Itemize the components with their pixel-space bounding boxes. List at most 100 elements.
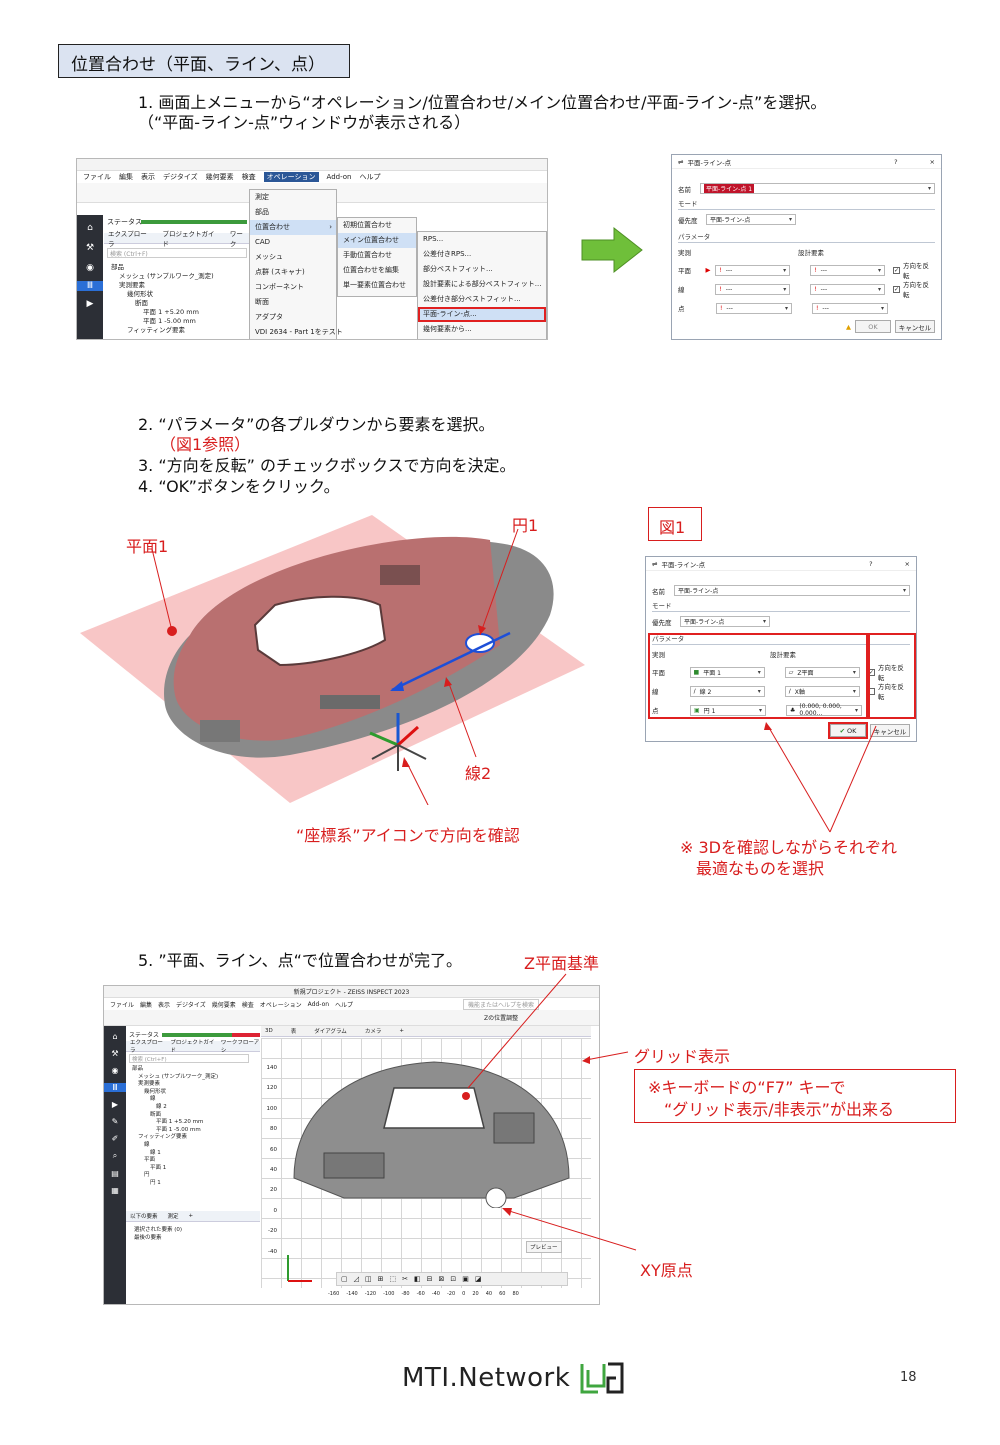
menu-view[interactable]: 表示 (141, 173, 155, 181)
menu-edit[interactable]: 編集 (119, 173, 133, 181)
tool-icon[interactable]: ◧ (414, 1275, 421, 1283)
menu-item[interactable]: 公差付きRPS... (423, 250, 472, 258)
tab-project-guide[interactable]: プロジェクトガイド (170, 1040, 215, 1054)
menu-item[interactable]: RPS... (423, 235, 444, 243)
camera-icon[interactable]: ◉ (86, 263, 94, 273)
actual-line-select[interactable]: !--- (715, 283, 791, 295)
ok-button[interactable]: ✔OK (828, 722, 868, 739)
tab-workflow[interactable]: ワークフローアシ (220, 1040, 260, 1054)
tree-item[interactable]: 円 (144, 1172, 150, 1179)
tree-item[interactable]: 幾何形状 (144, 1088, 167, 1095)
tree-item[interactable]: フィッティング要素 (127, 326, 185, 334)
tree-search-input[interactable]: 検索 (Ctrl+F) (107, 248, 247, 258)
tree-item[interactable]: 平面 1 -5.00 mm (156, 1126, 201, 1133)
wrench-icon[interactable]: ⚒ (111, 1049, 119, 1058)
menu-file[interactable]: ファイル (110, 1001, 135, 1009)
menu-operation[interactable]: オペレーション (263, 172, 319, 182)
menu-addon[interactable]: Add-on (326, 173, 352, 181)
tool-icon[interactable]: ▢ (341, 1275, 348, 1283)
menu-inspect[interactable]: 検査 (241, 1001, 254, 1009)
home-icon[interactable]: ⌂ (87, 223, 93, 233)
pen-icon[interactable]: ✐ (111, 1134, 119, 1143)
tab-add-view[interactable]: + (399, 1028, 404, 1034)
cancel-button[interactable]: キャンセル (870, 724, 910, 737)
camera-icon[interactable]: ◉ (111, 1066, 119, 1075)
tab-table[interactable]: 表 (290, 1029, 297, 1035)
tab-explorer[interactable]: エクスプローラ (108, 230, 147, 248)
wrench-icon[interactable]: ⚒ (85, 243, 95, 253)
probe-icon[interactable]: ✎ (111, 1117, 119, 1126)
search-icon[interactable]: ⌕ (112, 1151, 118, 1160)
tool-icon[interactable]: ◪ (474, 1275, 482, 1283)
menu-view[interactable]: 表示 (158, 1001, 171, 1009)
document-icon[interactable]: ▤ (111, 1169, 119, 1178)
menu-item-main-alignment[interactable]: メイン位置合わせ (338, 233, 416, 248)
tree-item[interactable]: 平面 1 -5.00 mm (143, 317, 196, 325)
tool-icon[interactable]: ◫ (365, 1275, 372, 1283)
cancel-button[interactable]: キャンセル (895, 320, 935, 333)
tree-item[interactable]: 線 2 (156, 1103, 167, 1110)
menu-item[interactable]: 部分ベストフィット... (423, 265, 493, 273)
tree-item[interactable]: メッシュ (サンプルワーク_測定) (138, 1073, 219, 1080)
menu-item[interactable]: 公差付き部分ベストフィット... (423, 295, 521, 303)
actual-plane-select[interactable]: !--- (715, 264, 791, 276)
menu-item[interactable]: メッシュ (255, 253, 283, 261)
tree-item[interactable]: 平面 1 (150, 1164, 167, 1171)
list-item[interactable]: 選択された要素 (0) (134, 1227, 183, 1233)
menu-item[interactable]: 幾何要素から... (423, 325, 472, 333)
menu-edit[interactable]: 編集 (140, 1001, 153, 1009)
menu-item[interactable]: 手動位置合わせ (343, 251, 392, 259)
actual-plane-select[interactable]: ■平面 1 (689, 666, 765, 678)
menu-inspect[interactable]: 検査 (241, 173, 256, 181)
tab-measure[interactable]: 測定 (167, 1214, 179, 1220)
menu-item[interactable]: CAD (255, 238, 271, 246)
tree-item[interactable]: 部品 (111, 263, 124, 271)
view-position-combo[interactable]: Zの位置調整 (484, 1015, 519, 1022)
video-icon[interactable]: ▶ (111, 1100, 119, 1109)
tool-icon[interactable]: ⊠ (438, 1275, 445, 1283)
menu-operation[interactable]: オペレーション (259, 1001, 302, 1009)
name-field[interactable]: 平面-ライン-点 (674, 585, 910, 596)
tool-icon[interactable]: ▣ (462, 1275, 469, 1283)
tree-item[interactable]: 実測要素 (119, 281, 145, 289)
tree-item[interactable]: 断面 (135, 299, 148, 307)
help-button[interactable]: ? (894, 157, 898, 166)
menu-addon[interactable]: Add-on (307, 1000, 330, 1008)
design-point-select[interactable]: ♣(0.000, 0.000, 0.000... (786, 703, 862, 717)
tree-item[interactable]: 平面 (144, 1157, 156, 1164)
close-button[interactable]: × (904, 559, 910, 568)
menu-digitize[interactable]: デジタイズ (163, 173, 198, 181)
flip-checkbox-plane[interactable]: ✓ (893, 266, 901, 274)
tool-icon[interactable]: ⊟ (426, 1275, 433, 1283)
tree-item[interactable]: 円 1 (150, 1179, 161, 1186)
tree-item[interactable]: 実測要素 (138, 1081, 161, 1088)
design-line-select[interactable]: !--- (810, 283, 886, 295)
menu-item[interactable]: 点群 (スキャナ) (255, 268, 305, 276)
grid-icon[interactable]: ▦ (111, 1186, 119, 1195)
priority-select[interactable]: 平面-ライン-点 (706, 214, 796, 225)
actual-point-select[interactable]: !--- (716, 302, 792, 314)
tool-icon[interactable]: ⬚ (389, 1275, 397, 1283)
menu-item[interactable]: コンポーネント (255, 283, 304, 291)
name-field[interactable]: 平面-ライン-点 1 (700, 183, 935, 194)
tab-project-guide[interactable]: プロジェクトガイド (162, 230, 215, 248)
tree-item[interactable]: 平面 1 +5.20 mm (143, 308, 199, 316)
tool-icon[interactable]: ◿ (353, 1275, 360, 1283)
menu-help[interactable]: ヘルプ (359, 173, 381, 181)
menu-item[interactable]: アダプタ (255, 313, 283, 321)
menu-geometry[interactable]: 幾何要素 (205, 173, 234, 181)
actual-line-select[interactable]: ∕線 2 (689, 685, 765, 697)
menu-digitize[interactable]: デジタイズ (176, 1001, 206, 1009)
menu-item[interactable]: 部品 (255, 208, 269, 216)
video-icon[interactable]: ▶ (86, 299, 94, 309)
tab-work[interactable]: ワーク (229, 230, 243, 248)
design-line-select[interactable]: ∕X軸 (784, 685, 860, 697)
menu-item[interactable]: 位置合わせを編集 (343, 266, 399, 274)
actual-point-select[interactable]: ▣円 1 (690, 704, 766, 716)
tree-search-input[interactable]: 検索 (Ctrl+F) (129, 1054, 249, 1063)
tree-item[interactable]: 平面 1 +5.20 mm (156, 1119, 204, 1126)
help-button[interactable]: ? (869, 559, 873, 568)
design-plane-select[interactable]: ▱Z平面 (784, 666, 860, 678)
tab-3d[interactable]: 3D (265, 1028, 273, 1034)
menu-item-alignment[interactable]: 位置合わせ› (250, 220, 336, 235)
